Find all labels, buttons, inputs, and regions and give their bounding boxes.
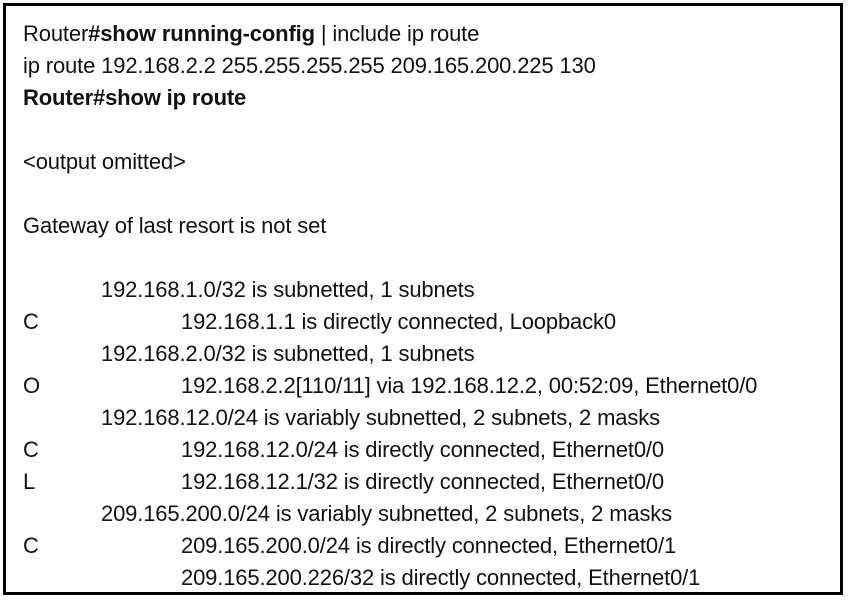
route-entry-text: 209.165.200.226/32 is directly connected… [181,565,701,590]
spacer-line-2 [6,178,840,210]
route-entry-text: 192.168.1.1 is directly connected, Loopb… [181,309,616,334]
spacer-line-1 [6,114,840,146]
routing-table-row: 192.168.12.0/24 is variably subnetted, 2… [6,402,840,434]
routing-table-row: C 192.168.12.0/24 is directly connected, … [6,434,840,466]
subnet-header-text: 192.168.12.0/24 is variably subnetted, 2… [101,405,660,430]
routing-table-row: C 209.165.200.0/24 is directly connected,… [6,530,840,562]
command-line-show-ip-route: Router#show ip route [23,85,247,110]
routing-table-row: C 192.168.1.1 is directly connected, Loop… [6,306,840,338]
route-code-letter: O [23,373,40,398]
command-text-show-running-config: #show running-config [88,21,315,46]
routing-table-row: 209.165.200.226/32 is directly connected… [6,562,840,592]
route-code-letter: C [23,533,39,558]
subnet-header-text: 209.165.200.0/24 is variably subnetted, … [101,501,673,526]
route-code-letter: L [23,469,36,494]
routing-table-row: 192.168.1.0/32 is subnetted, 1 subnets [6,274,840,306]
route-entry-text: 209.165.200.0/24 is directly connected, … [181,533,677,558]
gateway-of-last-resort-line: Gateway of last resort is not set [23,213,327,238]
subnet-header-text: 192.168.1.0/32 is subnetted, 1 subnets [101,277,475,302]
routing-table-row: O 192.168.2.2[110/11] via 192.168.12.2, 0… [6,370,840,402]
routing-table-row: 209.165.200.0/24 is variably subnetted, … [6,498,840,530]
routing-table-row: L 192.168.12.1/32 is directly connected, … [6,466,840,498]
routing-table-row: 192.168.2.0/32 is subnetted, 1 subnets [6,338,840,370]
route-entry-text: 192.168.2.2[110/11] via 192.168.12.2, 00… [181,373,758,398]
route-code-letter: C [23,437,39,462]
command-line-show-running-config: Router#show running-config | include ip … [6,18,840,50]
route-code-letter: C [23,309,39,334]
route-entry-text: 192.168.12.0/24 is directly connected, E… [181,437,664,462]
output-omitted-notice: <output omitted> [23,149,186,174]
subnet-header-text: 192.168.2.0/32 is subnetted, 1 subnets [101,341,475,366]
command-pipe-filter: | include ip route [314,21,480,46]
output-line-static-route: ip route 192.168.2.2 255.255.255.255 209… [23,53,596,78]
router-console-window: Router#show running-config | include ip … [3,3,843,595]
prompt-hostname: Router [23,21,89,46]
spacer-line-3 [6,242,840,274]
route-entry-text: 192.168.12.1/32 is directly connected, E… [181,469,664,494]
console-output-area[interactable]: Router#show running-config | include ip … [6,6,840,592]
